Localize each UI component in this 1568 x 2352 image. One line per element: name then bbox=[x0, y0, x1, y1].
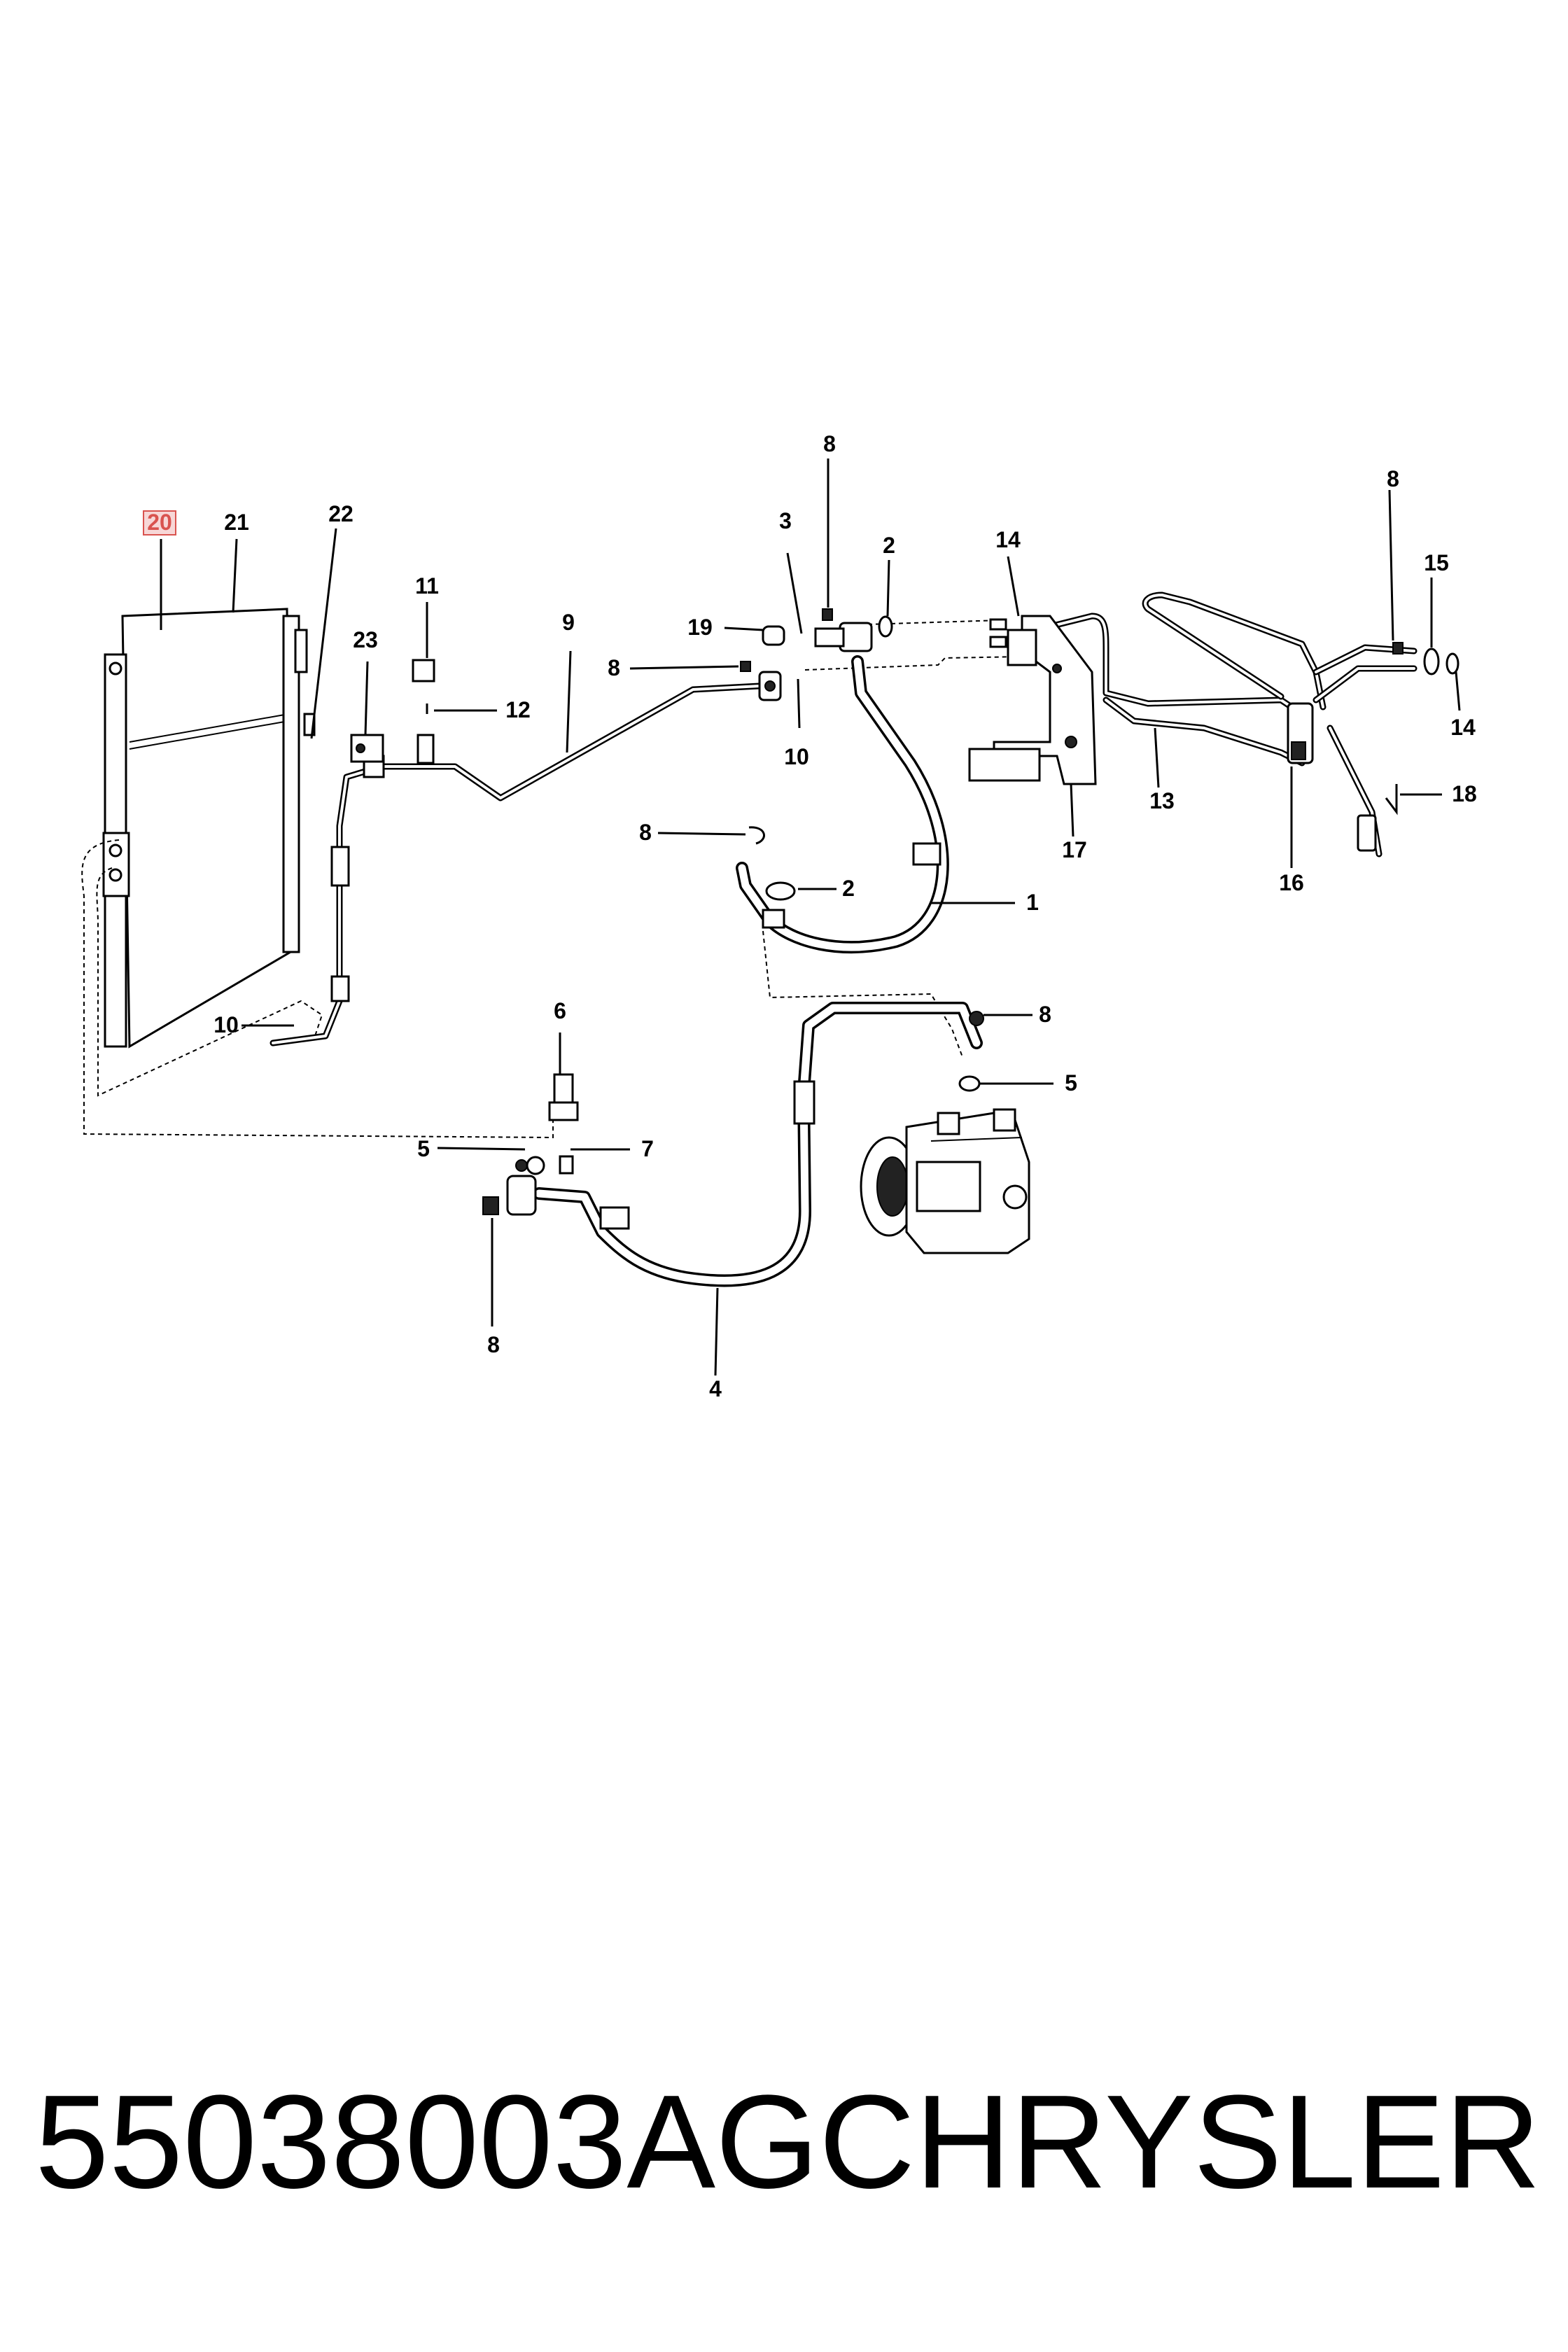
callout-12: 12 bbox=[505, 697, 531, 722]
callout-8a: 8 bbox=[823, 431, 836, 456]
callout-14a: 14 bbox=[995, 527, 1021, 552]
suction-hose-1 bbox=[736, 622, 949, 954]
callout-15: 15 bbox=[1424, 550, 1449, 575]
callout-8c: 8 bbox=[639, 820, 652, 845]
callout-11: 11 bbox=[415, 573, 439, 598]
callout-10a: 10 bbox=[784, 744, 809, 769]
callout-5a: 5 bbox=[417, 1136, 430, 1161]
callout-14b: 14 bbox=[1450, 715, 1476, 740]
callout-7: 7 bbox=[641, 1136, 654, 1161]
valve-7 bbox=[559, 1155, 574, 1175]
callout-21: 21 bbox=[224, 510, 249, 535]
route-line bbox=[96, 867, 323, 1097]
clip-11 bbox=[412, 659, 435, 682]
o-ring-2a bbox=[878, 615, 893, 638]
callout-1: 1 bbox=[1026, 890, 1039, 915]
callout-19: 19 bbox=[687, 615, 713, 640]
o-ring-5a bbox=[526, 1156, 545, 1175]
o-ring-15 bbox=[1423, 648, 1440, 676]
seal-14b bbox=[989, 636, 1007, 648]
callout-16: 16 bbox=[1279, 870, 1304, 895]
leader-lines bbox=[160, 458, 1461, 1376]
callout-4: 4 bbox=[709, 1376, 722, 1401]
nut-8f bbox=[482, 1196, 499, 1215]
cap-19 bbox=[762, 625, 785, 646]
callout-8f: 8 bbox=[487, 1332, 500, 1357]
callout-17: 17 bbox=[1062, 837, 1087, 862]
discharge-hose-4 bbox=[506, 1002, 983, 1287]
nut-8a bbox=[822, 608, 833, 621]
part-number: 55038003AG bbox=[35, 2068, 819, 2216]
callout-8b: 8 bbox=[608, 655, 620, 680]
callout-2b: 2 bbox=[842, 876, 855, 901]
callout-23: 23 bbox=[353, 627, 378, 652]
o-ring-5b bbox=[958, 1075, 981, 1092]
clip-12b bbox=[416, 734, 435, 764]
callout-6: 6 bbox=[554, 998, 566, 1023]
sensor-6 bbox=[548, 1073, 579, 1121]
callout-8e: 8 bbox=[1039, 1002, 1051, 1027]
brand-name: CHRYSLER bbox=[818, 2068, 1541, 2216]
callout-3: 3 bbox=[779, 508, 792, 533]
nut-8e bbox=[969, 1011, 984, 1026]
callout-13: 13 bbox=[1149, 788, 1175, 813]
line-13 bbox=[1046, 592, 1418, 858]
compressor bbox=[860, 1108, 1030, 1254]
nut-8b bbox=[740, 661, 751, 672]
seal-14a bbox=[989, 618, 1007, 631]
nut-8d bbox=[1392, 642, 1404, 654]
seal-14c bbox=[1446, 652, 1460, 675]
route-line bbox=[762, 930, 963, 1058]
route-line bbox=[867, 620, 1002, 625]
callout-20: 20 bbox=[147, 510, 172, 535]
callout-22: 22 bbox=[328, 501, 354, 526]
bracket-23 bbox=[350, 734, 384, 763]
condenser bbox=[102, 608, 316, 1049]
footer: 55038003AG CHRYSLER bbox=[0, 2076, 1568, 2208]
liquid-line bbox=[270, 682, 763, 1046]
callout-8d: 8 bbox=[1387, 466, 1399, 491]
nut-8c bbox=[748, 826, 765, 845]
switch-18 bbox=[1357, 784, 1398, 852]
block-16 bbox=[1287, 702, 1314, 764]
route-line bbox=[804, 656, 1023, 671]
callout-18: 18 bbox=[1452, 781, 1477, 806]
o-ring-2b bbox=[765, 881, 796, 901]
callouts: 20 21 22 23 11 12 9 3 8 2 14 19 8 10 8 2… bbox=[143, 431, 1477, 1401]
callout-2a: 2 bbox=[883, 533, 895, 558]
callout-10b: 10 bbox=[214, 1012, 239, 1037]
callout-9: 9 bbox=[562, 610, 575, 635]
bracket-17 bbox=[968, 615, 1097, 785]
callout-5b: 5 bbox=[1065, 1070, 1077, 1096]
route-line bbox=[81, 839, 554, 1139]
fitting-10a bbox=[758, 671, 782, 701]
callout-20-highlight bbox=[143, 510, 176, 536]
